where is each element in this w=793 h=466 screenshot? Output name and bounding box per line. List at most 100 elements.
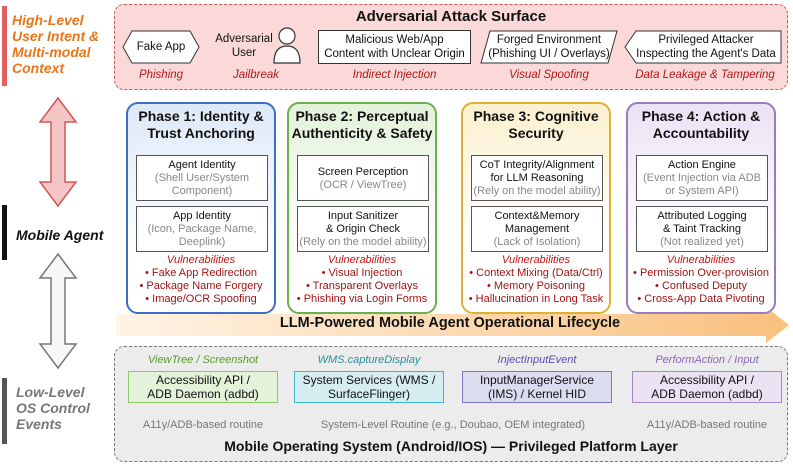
os-item-line: Accessibility API / [659,373,754,387]
os-note-right: A11y/ADB-based routine [646,419,768,431]
vulnerability-item: • Memory Poisoning [486,280,585,292]
os-layer-title: Mobile Operating System (Android/IOS) — … [224,438,678,454]
vulnerability-item: • Visual Injection [321,267,403,279]
forged-environment-line: (Phishing UI / Overlays) [488,48,610,60]
box-note: (OCR / ViewTree) [319,179,407,191]
os-item-line: (IMS) / Kernel HID [487,387,586,401]
phase-title-line: Authenticity & Safety [291,125,433,141]
privileged-attacker-line: Inspecting the Agent's Data [636,48,776,60]
box-note: (Lack of Isolation) [493,236,581,248]
os-caption-viewtree: ViewTree / Screenshot [147,354,259,366]
jailbreak-caption: Jailbreak [232,69,280,81]
os-note-center: System-Level Routine (e.g., Doubao, OEM … [320,419,586,431]
os-item-line: ADB Daemon (adbd) [651,387,763,401]
os-item-line: ADB Daemon (adbd) [147,387,259,401]
forged-environment-label: Forged Environment (Phishing UI / Overla… [480,30,618,64]
cot-integrity-box: CoT Integrity/Alignment for LLM Reasonin… [471,155,603,201]
screen-perception-box: Screen Perception (OCR / ViewTree) [297,155,429,201]
action-engine-box: Action Engine (Event Injection via ADB o… [636,155,768,201]
adversarial-user-text: Adversarial User [206,32,282,60]
phase-title-line: Trust Anchoring [147,125,255,141]
context-memory-box: Context&Memory Management (Lack of Isola… [471,206,603,252]
phase-3-panel: Phase 3: Cognitive Security CoT Integrit… [461,102,611,314]
phase-4-title: Phase 4: Action & Accountability [628,108,774,142]
box-note: (Rely on the model ability) [299,236,427,248]
box-title: Input Sanitizer [327,210,399,222]
lifecycle-label: LLM-Powered Mobile Agent Operational Lif… [279,315,621,331]
privileged-attacker-shape [624,30,782,64]
phase-2-title: Phase 2: Perceptual Authenticity & Safet… [289,108,435,142]
low-level-line: Low-Level [16,384,85,400]
box-title: & Taint Tracking [662,223,742,235]
input-sanitizer-box: Input Sanitizer & Origin Check (Rely on … [297,206,429,252]
vulnerability-item: • Image/OCR Spoofing [145,293,257,305]
box-note: (Rely on the model ability) [473,185,601,197]
box-title: App Identity [172,210,232,222]
forged-environment-line: Forged Environment [496,34,602,46]
os-item-line: System Services (WMS / [302,373,436,387]
vulnerability-item: • Phishing via Login Forms [296,293,428,305]
adversarial-surface-title: Adversarial Attack Surface [355,8,547,25]
forged-environment-shape [480,30,618,64]
vulnerability-item: • Hallucination in Long Task [468,293,604,305]
vulnerability-item: • Confused Deputy [655,280,747,292]
box-note: (Icon, Package Name, [147,223,257,235]
visual-spoofing-caption: Visual Spoofing [509,69,589,81]
vulnerabilities-title: Vulnerabilities [501,254,571,266]
phase-title-line: Phase 1: Identity & [138,108,264,124]
vulnerabilities-title: Vulnerabilities [166,254,236,266]
agent-identity-box: Agent Identity (Shell User/System Compon… [136,155,268,201]
fake-app-shape [122,30,200,64]
vulnerability-item: • Fake App Redirection [144,267,258,279]
phase-4-panel: Phase 4: Action & Accountability Action … [626,102,776,314]
user-icon [273,27,301,64]
box-title: Attributed Logging [657,210,747,222]
box-note: Component) [171,185,233,197]
phishing-caption: Phishing [138,69,184,81]
box-title: Action Engine [668,159,736,171]
lifecycle-arrow [116,307,789,343]
low-level-label: Low-Level OS Control Events [16,384,90,432]
malicious-content-line: Malicious Web/App [345,34,444,46]
phase-title-line: Security [508,125,564,141]
system-services-box: System Services (WMS / SurfaceFlinger) [294,371,444,403]
mobile-agent-label: Mobile Agent [16,227,104,243]
phase-1-title: Phase 1: Identity & Trust Anchoring [128,108,274,142]
box-note: (Event Injection via ADB [642,172,761,184]
high-level-label: High-Level User Intent & Multi-modal Con… [12,12,99,76]
phase-title-line: Phase 4: Action & [641,108,761,124]
phase-title-line: Phase 2: Perceptual [295,108,429,124]
low-level-line: Events [16,416,62,432]
phase-1-panel: Phase 1: Identity & Trust Anchoring Agen… [126,102,276,314]
fake-app-label: Fake App [136,41,186,53]
attributed-logging-box: Attributed Logging & Taint Tracking (Not… [636,206,768,252]
high-level-line: Multi-modal [12,44,91,60]
phase-3-title: Phase 3: Cognitive Security [463,108,609,142]
os-caption-perform: PerformAction / Input [655,354,759,366]
mobile-agent-bar [2,205,7,260]
box-title: Screen Perception [317,166,409,178]
privileged-attacker-label: Privileged Attacker Inspecting the Agent… [630,30,782,64]
malicious-content-line: Content with Unclear Origin [324,48,465,60]
box-note: Deeplink) [178,236,226,248]
adversarial-user-line: User [231,47,257,59]
box-title: & Origin Check [326,223,400,235]
phase-title-line: Phase 3: Cognitive [473,108,599,124]
high-level-bar [2,6,7,86]
box-note: or System API) [665,185,739,197]
box-title: Management [504,223,570,235]
box-title: CoT Integrity/Alignment [479,159,595,171]
accessibility-api-box-left: Accessibility API / ADB Daemon (adbd) [128,371,278,403]
box-note: (Not realized yet) [660,236,744,248]
box-title: for LLM Reasoning [490,172,584,184]
os-item-line: Accessibility API / [155,373,250,387]
vulnerabilities-title: Vulnerabilities [666,254,736,266]
phase-2-panel: Phase 2: Perceptual Authenticity & Safet… [287,102,437,314]
malicious-content-box: Malicious Web/App Content with Unclear O… [318,30,471,64]
accessibility-api-box-right: Accessibility API / ADB Daemon (adbd) [632,371,782,403]
os-caption-inject: InjectInputEvent [497,354,577,366]
os-layer-panel [114,346,788,462]
high-level-line: User Intent & [12,28,100,44]
privileged-attacker-line: Privileged Attacker [658,34,754,46]
app-identity-box: App Identity (Icon, Package Name, Deepli… [136,206,268,252]
